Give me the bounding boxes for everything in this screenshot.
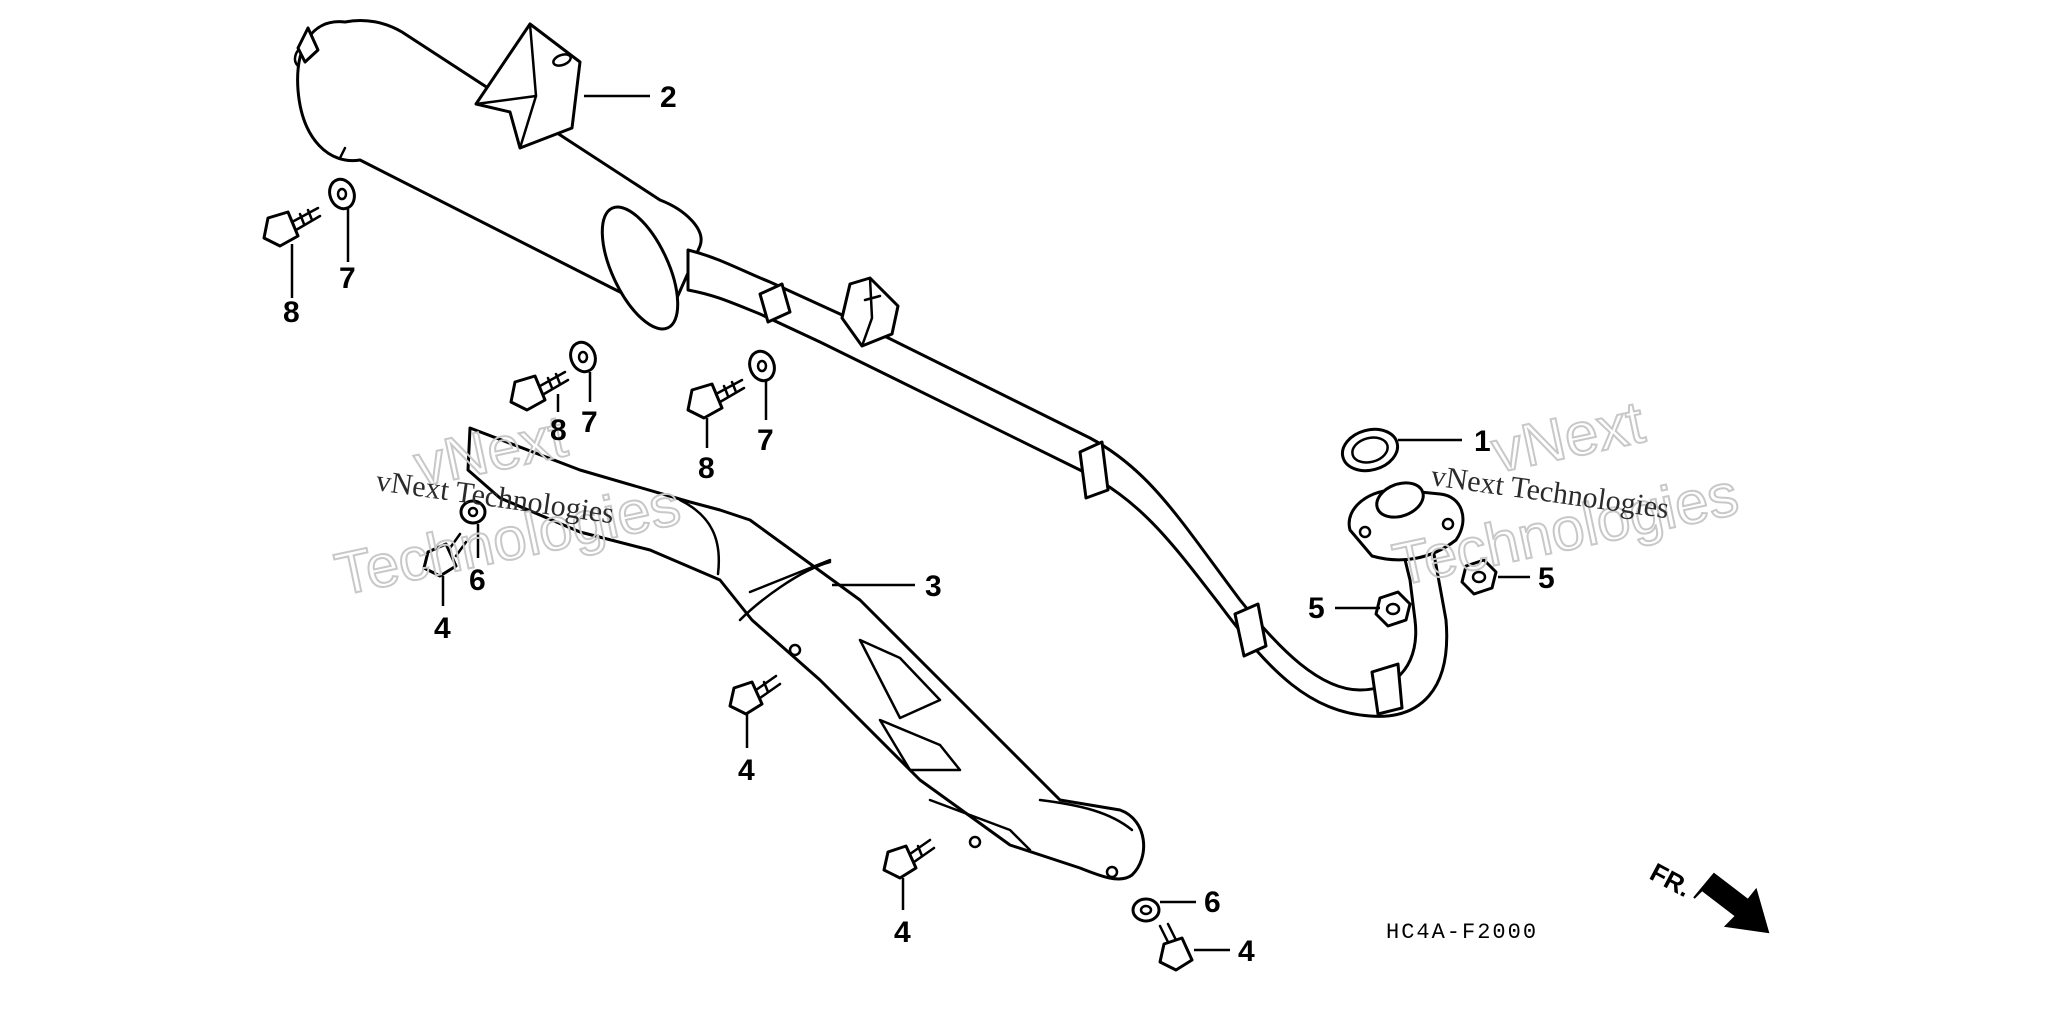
callout-7-upper: 7 bbox=[339, 262, 356, 295]
callout-4-right: 4 bbox=[1238, 935, 1255, 968]
heat-protector bbox=[466, 426, 1146, 881]
washer-6-left bbox=[459, 499, 487, 525]
bolt-8-upper bbox=[262, 206, 322, 248]
bolt-8-mid bbox=[509, 370, 570, 412]
callout-1: 1 bbox=[1474, 425, 1491, 458]
nut-5-left bbox=[1374, 590, 1412, 628]
callout-4-lower: 4 bbox=[894, 916, 911, 949]
callout-4-center: 4 bbox=[738, 754, 755, 787]
nut-5-right bbox=[1460, 558, 1498, 596]
washer-7-mid bbox=[569, 340, 597, 374]
exhaust-flange bbox=[1347, 481, 1465, 562]
callout-7-mid: 7 bbox=[581, 406, 598, 439]
bolt-4-right bbox=[1158, 922, 1194, 972]
callout-5-left: 5 bbox=[1308, 592, 1325, 625]
bolt-4-center bbox=[728, 674, 782, 716]
callout-8-upper: 8 bbox=[283, 296, 300, 329]
bolt-8-right bbox=[686, 378, 746, 420]
callout-8-mid: 8 bbox=[550, 414, 567, 447]
front-direction-indicator: FR. bbox=[1645, 857, 1770, 934]
bolt-4-left bbox=[422, 532, 468, 578]
callouts: 1 2 3 4 4 4 4 5 5 6 6 7 7 7 8 8 8 bbox=[283, 81, 1555, 968]
callout-6-left: 6 bbox=[469, 564, 486, 597]
callout-6-right: 6 bbox=[1204, 886, 1221, 919]
muffler-bracket bbox=[474, 22, 582, 150]
callout-2: 2 bbox=[660, 81, 677, 114]
callout-3: 3 bbox=[925, 570, 942, 603]
callout-5-right: 5 bbox=[1538, 562, 1555, 595]
washer-7-upper bbox=[328, 177, 356, 211]
callout-4-left: 4 bbox=[434, 612, 451, 645]
front-arrow-icon bbox=[1693, 872, 1770, 934]
leader-lines bbox=[290, 94, 1530, 952]
callout-7-right: 7 bbox=[757, 424, 774, 457]
muffler bbox=[293, 18, 703, 331]
callout-8-right: 8 bbox=[698, 452, 715, 485]
bolt-4-lower bbox=[882, 838, 936, 880]
front-label: FR. bbox=[1645, 857, 1696, 903]
drawing-code: HC4A-F2000 bbox=[1386, 920, 1538, 945]
washer-6-right bbox=[1131, 897, 1161, 923]
gasket bbox=[1340, 427, 1400, 473]
washer-7-right bbox=[748, 349, 776, 383]
